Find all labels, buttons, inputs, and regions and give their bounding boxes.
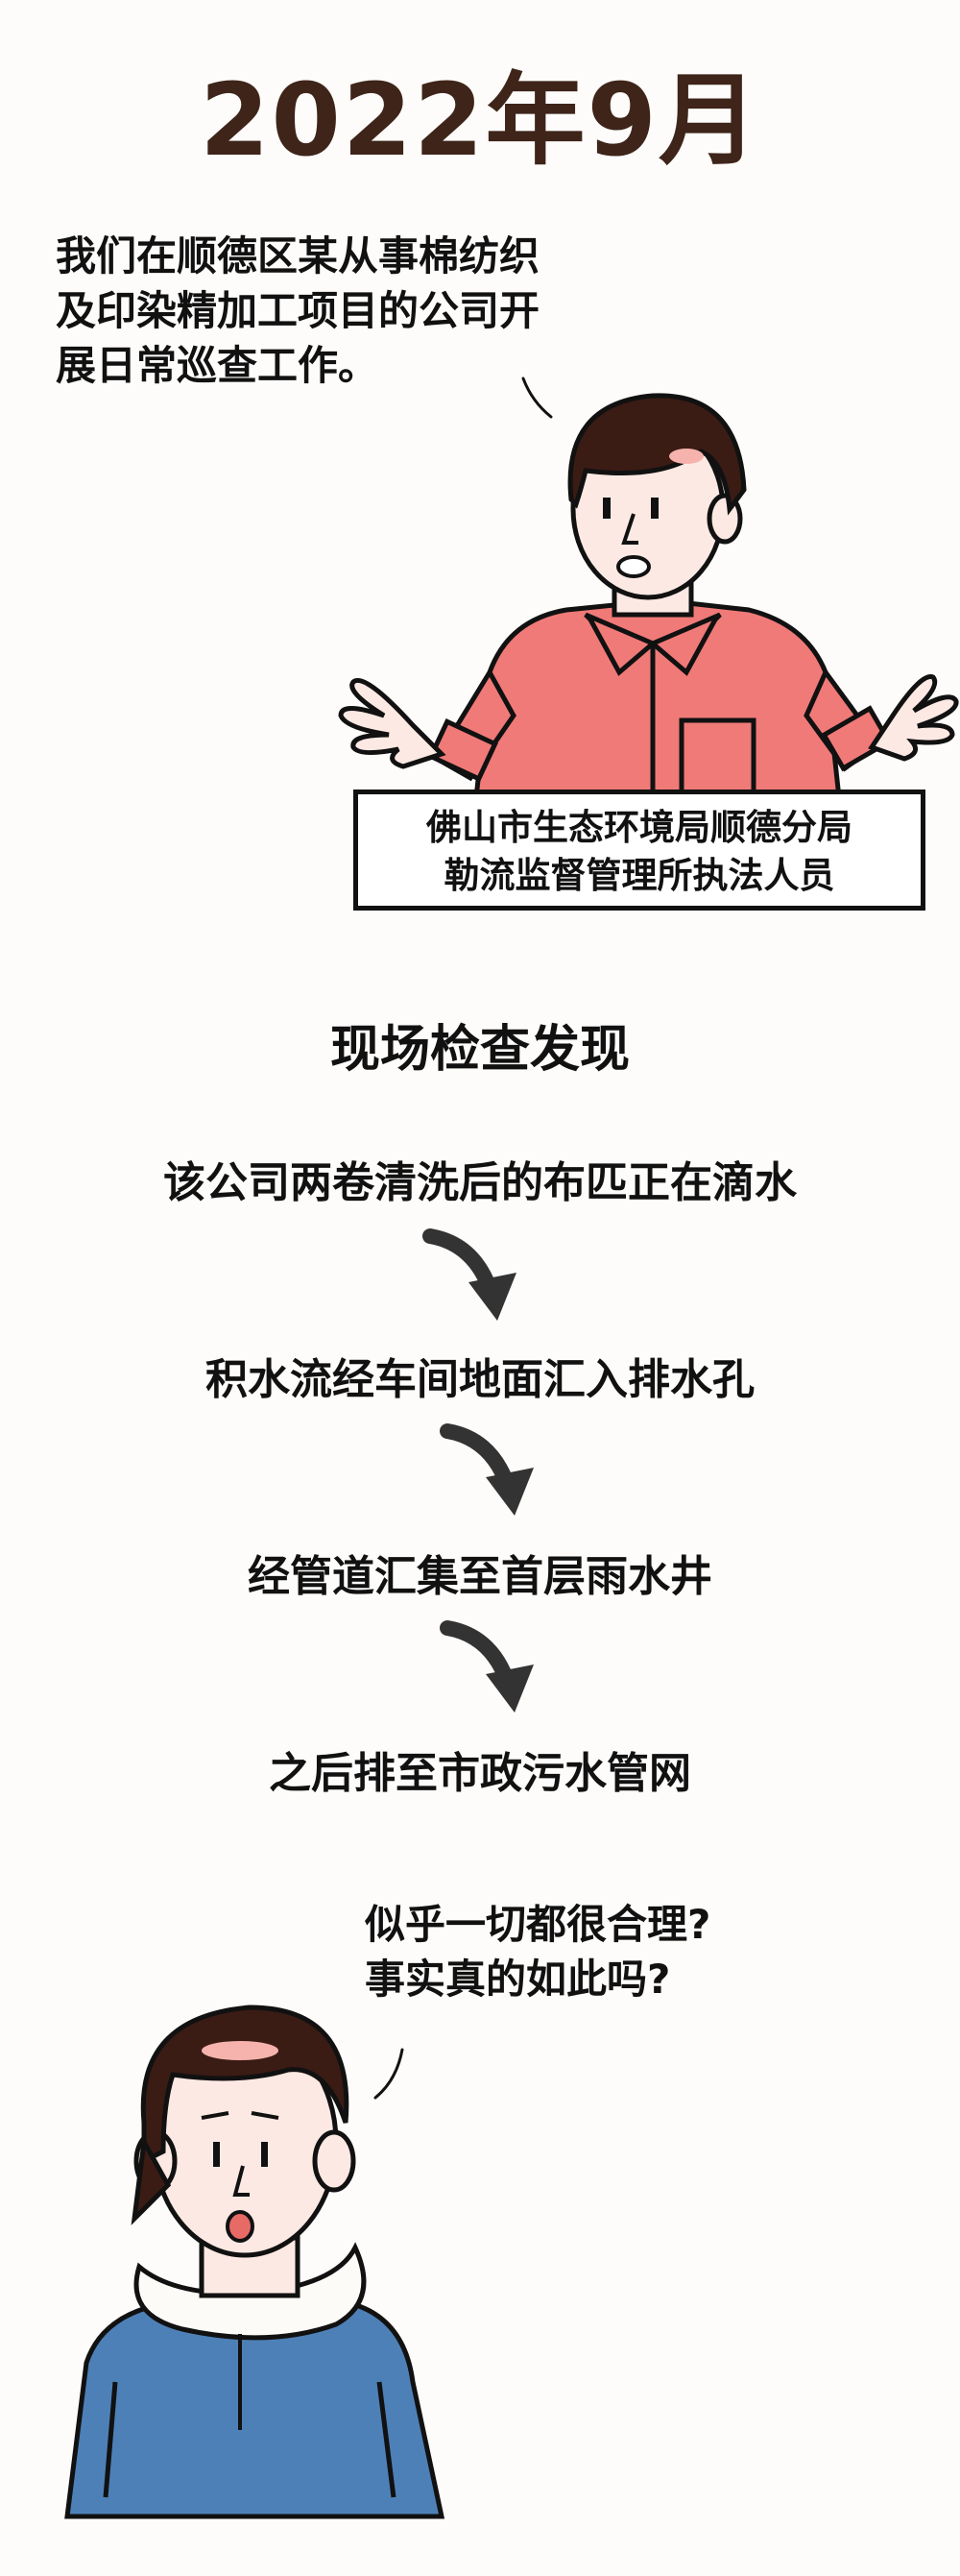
speech-tick-icon [373, 2048, 404, 2100]
curved-arrow-icon [440, 1620, 534, 1713]
officer-label-line1: 佛山市生态环境局顺德分局 [426, 807, 852, 848]
curved-arrow-icon [422, 1228, 516, 1321]
finding-step-3: 经管道汇集至首层雨水井 [248, 1552, 712, 1601]
section-title: 现场检查发现 [329, 1021, 630, 1079]
speech-tick-icon [521, 377, 553, 419]
officer-speech: 我们在顺德区某从事棉纺织 及印染精加工项目的公司开 展日常巡查工作。 [56, 232, 540, 389]
curved-arrow-icon [440, 1423, 534, 1516]
page-title: 2022年9月 [200, 61, 760, 179]
officer-label-line2: 勒流监督管理所执法人员 [444, 855, 835, 896]
finding-step-4: 之后排至市政污水管网 [269, 1749, 691, 1798]
officer-illustration [338, 393, 959, 810]
finding-step-1: 该公司两卷清洗后的布匹正在滴水 [163, 1158, 797, 1207]
student-speech: 似乎一切都很合理? 事实真的如此吗? [365, 1901, 711, 2003]
officer-label: 佛山市生态环境局顺德分局 勒流监督管理所执法人员 [353, 790, 925, 911]
student-illustration [64, 2005, 445, 2519]
finding-step-2: 积水流经车间地面汇入排水孔 [205, 1355, 755, 1404]
